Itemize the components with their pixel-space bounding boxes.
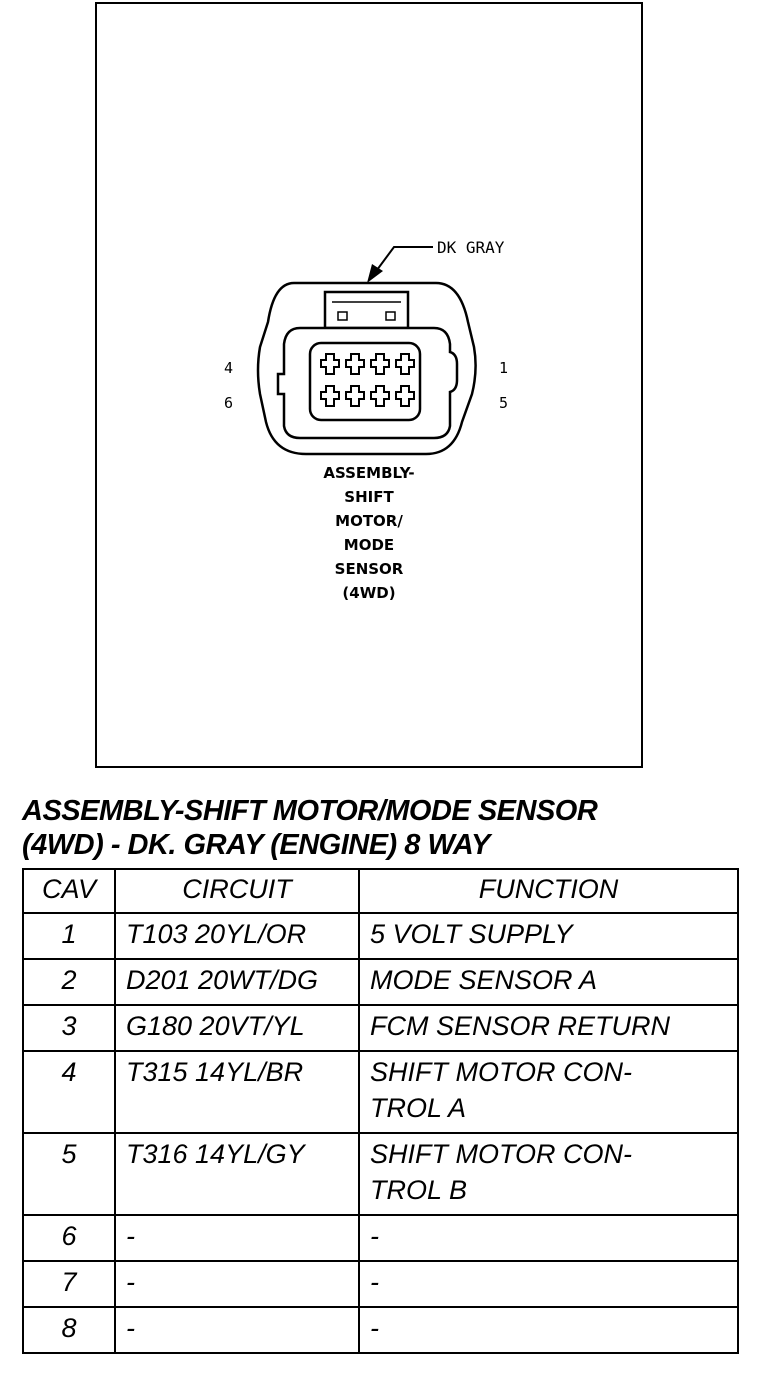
pin-label-top-right: 1 bbox=[499, 359, 508, 377]
table-row: 1 T103 20YL/OR 5 VOLT SUPPLY bbox=[22, 912, 739, 960]
cell-function: - bbox=[358, 1306, 739, 1354]
title-line-1: ASSEMBLY-SHIFT MOTOR/MODE SENSOR bbox=[22, 795, 598, 827]
table-row: 2 D201 20WT/DG MODE SENSOR A bbox=[22, 958, 739, 1006]
cell-cav: 3 bbox=[22, 1004, 116, 1052]
table-row: 3 G180 20VT/YL FCM SENSOR RETURN bbox=[22, 1004, 739, 1052]
callout-leader-line bbox=[376, 246, 433, 271]
terminal-cavity bbox=[345, 353, 365, 375]
terminal-cavity bbox=[370, 385, 390, 407]
cell-circuit: - bbox=[114, 1214, 360, 1262]
table-row: 6 - - bbox=[22, 1214, 739, 1262]
connector-name-line-2: SHIFT bbox=[344, 488, 394, 506]
cell-cav: 5 bbox=[22, 1132, 116, 1216]
color-callout-label: DK GRAY bbox=[437, 238, 505, 257]
connector-name-line-3: MOTOR/ bbox=[335, 512, 403, 530]
table-row: 5 T316 14YL/GY SHIFT MOTOR CON- TROL B bbox=[22, 1132, 739, 1216]
pin-label-top-left: 4 bbox=[224, 359, 233, 377]
cell-function: SHIFT MOTOR CON- TROL B bbox=[358, 1132, 739, 1216]
terminal-cavity bbox=[320, 353, 340, 375]
cell-function: MODE SENSOR A bbox=[358, 958, 739, 1006]
cell-cav: 8 bbox=[22, 1306, 116, 1354]
terminal-cavity bbox=[395, 385, 415, 407]
connector-diagram: DK GRAY 4 6 1 5 ASSEMBLY- SHIFT MOTOR/ M… bbox=[224, 238, 508, 602]
cell-function: - bbox=[358, 1214, 739, 1262]
cell-cav: 1 bbox=[22, 912, 116, 960]
connector-latch bbox=[323, 290, 410, 330]
latch-tab-left bbox=[337, 311, 348, 321]
cell-cav: 6 bbox=[22, 1214, 116, 1262]
cell-function: 5 VOLT SUPPLY bbox=[358, 912, 739, 960]
callout-arrow-icon bbox=[367, 264, 383, 283]
terminal-cavity bbox=[370, 353, 390, 375]
cell-circuit: T316 14YL/GY bbox=[114, 1132, 360, 1216]
header-circuit: CIRCUIT bbox=[114, 868, 360, 914]
latch-tab-right bbox=[385, 311, 396, 321]
terminal-cavity bbox=[320, 385, 340, 407]
pin-label-bottom-left: 6 bbox=[224, 394, 233, 412]
terminal-cavity bbox=[345, 385, 365, 407]
pin-label-bottom-right: 5 bbox=[499, 394, 508, 412]
table-row: 4 T315 14YL/BR SHIFT MOTOR CON- TROL A bbox=[22, 1050, 739, 1134]
title-line-2: (4WD) - DK. GRAY (ENGINE) 8 WAY bbox=[22, 829, 490, 861]
terminal-cavity bbox=[395, 353, 415, 375]
connector-title: ASSEMBLY-SHIFT MOTOR/MODE SENSOR (4WD) -… bbox=[22, 794, 752, 862]
cell-circuit: T103 20YL/OR bbox=[114, 912, 360, 960]
connector-name-line-4: MODE bbox=[344, 536, 394, 554]
cell-function: FCM SENSOR RETURN bbox=[358, 1004, 739, 1052]
connector-name-line-5: SENSOR bbox=[335, 560, 404, 578]
cell-circuit: - bbox=[114, 1260, 360, 1308]
connector-figure: DK GRAY 4 6 1 5 ASSEMBLY- SHIFT MOTOR/ M… bbox=[95, 2, 643, 768]
cell-cav: 4 bbox=[22, 1050, 116, 1134]
cell-circuit: - bbox=[114, 1306, 360, 1354]
terminal-grid bbox=[320, 353, 415, 407]
table-row: 7 - - bbox=[22, 1260, 739, 1308]
pinout-table: CAV CIRCUIT FUNCTION 1 T103 20YL/OR 5 VO… bbox=[22, 868, 739, 1354]
connector-name-line-6: (4WD) bbox=[342, 584, 395, 602]
cell-function: - bbox=[358, 1260, 739, 1308]
cell-circuit: G180 20VT/YL bbox=[114, 1004, 360, 1052]
cell-circuit: D201 20WT/DG bbox=[114, 958, 360, 1006]
cell-cav: 7 bbox=[22, 1260, 116, 1308]
table-header-row: CAV CIRCUIT FUNCTION bbox=[22, 868, 739, 914]
header-cav: CAV bbox=[22, 868, 116, 914]
table-row: 8 - - bbox=[22, 1306, 739, 1354]
connector-name-line-1: ASSEMBLY- bbox=[323, 464, 414, 482]
header-function: FUNCTION bbox=[358, 868, 739, 914]
cell-cav: 2 bbox=[22, 958, 116, 1006]
cell-function: SHIFT MOTOR CON- TROL A bbox=[358, 1050, 739, 1134]
cell-circuit: T315 14YL/BR bbox=[114, 1050, 360, 1134]
